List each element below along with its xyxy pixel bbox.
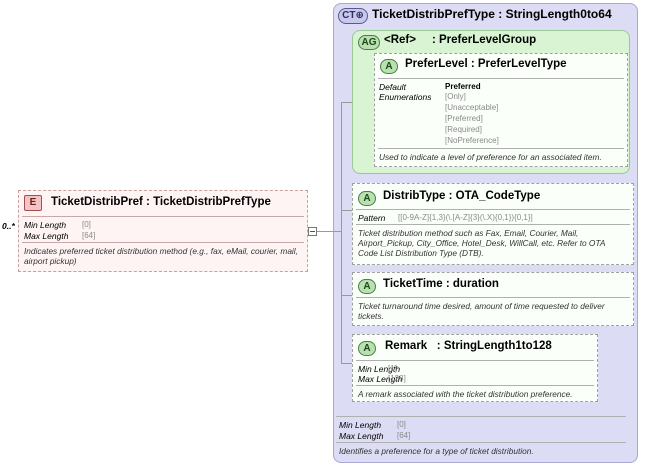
enumeration-value: [Only]	[445, 92, 466, 101]
remark-attribute-box	[352, 334, 598, 402]
pattern-value: [[0-9A-Z]{1,3}(\.[A-Z]{3}(\.X){0,1}){0,1…	[398, 213, 533, 222]
complex-type-description: Identifies a preference for a type of ti…	[339, 446, 534, 456]
max-length-value: [128]	[388, 374, 406, 383]
element-description: Indicates preferred ticket distribution …	[24, 246, 298, 266]
enumeration-value: [NoPreference]	[445, 136, 499, 145]
max-length-label: Max Length	[339, 431, 384, 441]
ticket-time-attribute-box	[352, 272, 634, 326]
divider	[336, 442, 626, 443]
attribute-badge: A	[358, 341, 376, 356]
attribute-badge: A	[358, 191, 376, 206]
distrib-type-title: DistribType : OTA_CodeType	[383, 190, 541, 202]
divider	[356, 385, 594, 386]
prefer-level-description: Used to indicate a level of preference f…	[379, 152, 602, 162]
divider	[378, 148, 624, 149]
prefer-level-attribute-box	[374, 53, 628, 167]
min-length-label: Min Length	[24, 220, 67, 230]
attribute-badge: A	[358, 279, 376, 294]
divider	[356, 224, 630, 225]
distrib-type-description: Ticket distribution method such as Fax, …	[358, 228, 606, 258]
element-box	[18, 190, 308, 272]
max-length-value: [64]	[82, 231, 96, 240]
remark-title: Remark : StringLength1to128	[385, 340, 552, 352]
complex-type-title: TicketDistribPrefType : StringLength0to6…	[372, 7, 612, 21]
enumeration-value: [Required]	[445, 125, 482, 134]
max-length-label: Max Length	[358, 374, 403, 384]
attribute-group-title: <Ref> : PreferLevelGroup	[384, 34, 537, 46]
connector-line	[317, 231, 342, 232]
collapse-toggle[interactable]	[308, 227, 317, 236]
min-length-label: Min Length	[339, 420, 382, 430]
divider	[356, 297, 630, 298]
connector-line	[341, 363, 352, 364]
element-badge: E	[24, 195, 42, 211]
remark-description: A remark associated with the ticket dist…	[358, 389, 573, 399]
complex-type-badge: CT⊕	[338, 8, 368, 24]
attribute-badge: A	[380, 59, 398, 74]
enumeration-value: [Preferred]	[445, 114, 483, 123]
max-length-value: [64]	[397, 431, 411, 440]
ticket-time-title: TicketTime : duration	[383, 278, 499, 290]
min-length-value: [0]	[397, 420, 406, 429]
prefer-level-title: PreferLevel : PreferLevelType	[405, 58, 567, 70]
enumerations-label: Enumerations	[379, 92, 432, 102]
default-label: Default	[379, 82, 406, 92]
connector-line	[341, 102, 352, 103]
enumeration-value: [Unacceptable]	[445, 103, 499, 112]
connector-line	[341, 102, 342, 364]
cardinality-label: 0..*	[2, 221, 15, 231]
connector-line	[341, 295, 352, 296]
attribute-group-badge: AG	[358, 35, 380, 50]
divider	[22, 216, 304, 217]
element-title: TicketDistribPref : TicketDistribPrefTyp…	[51, 196, 271, 208]
connector-line	[341, 210, 352, 211]
max-length-label: Max Length	[24, 231, 69, 241]
divider	[356, 209, 630, 210]
min-length-value: [0]	[82, 220, 91, 229]
default-value: Preferred	[445, 82, 481, 91]
divider	[378, 78, 624, 79]
min-length-value: [1]	[388, 364, 397, 373]
divider	[336, 416, 626, 417]
ticket-time-description: Ticket turnaround time desired, amount o…	[358, 301, 605, 321]
pattern-label: Pattern	[358, 213, 386, 223]
divider	[22, 242, 304, 243]
divider	[356, 360, 594, 361]
min-length-label: Min Length	[358, 364, 401, 374]
